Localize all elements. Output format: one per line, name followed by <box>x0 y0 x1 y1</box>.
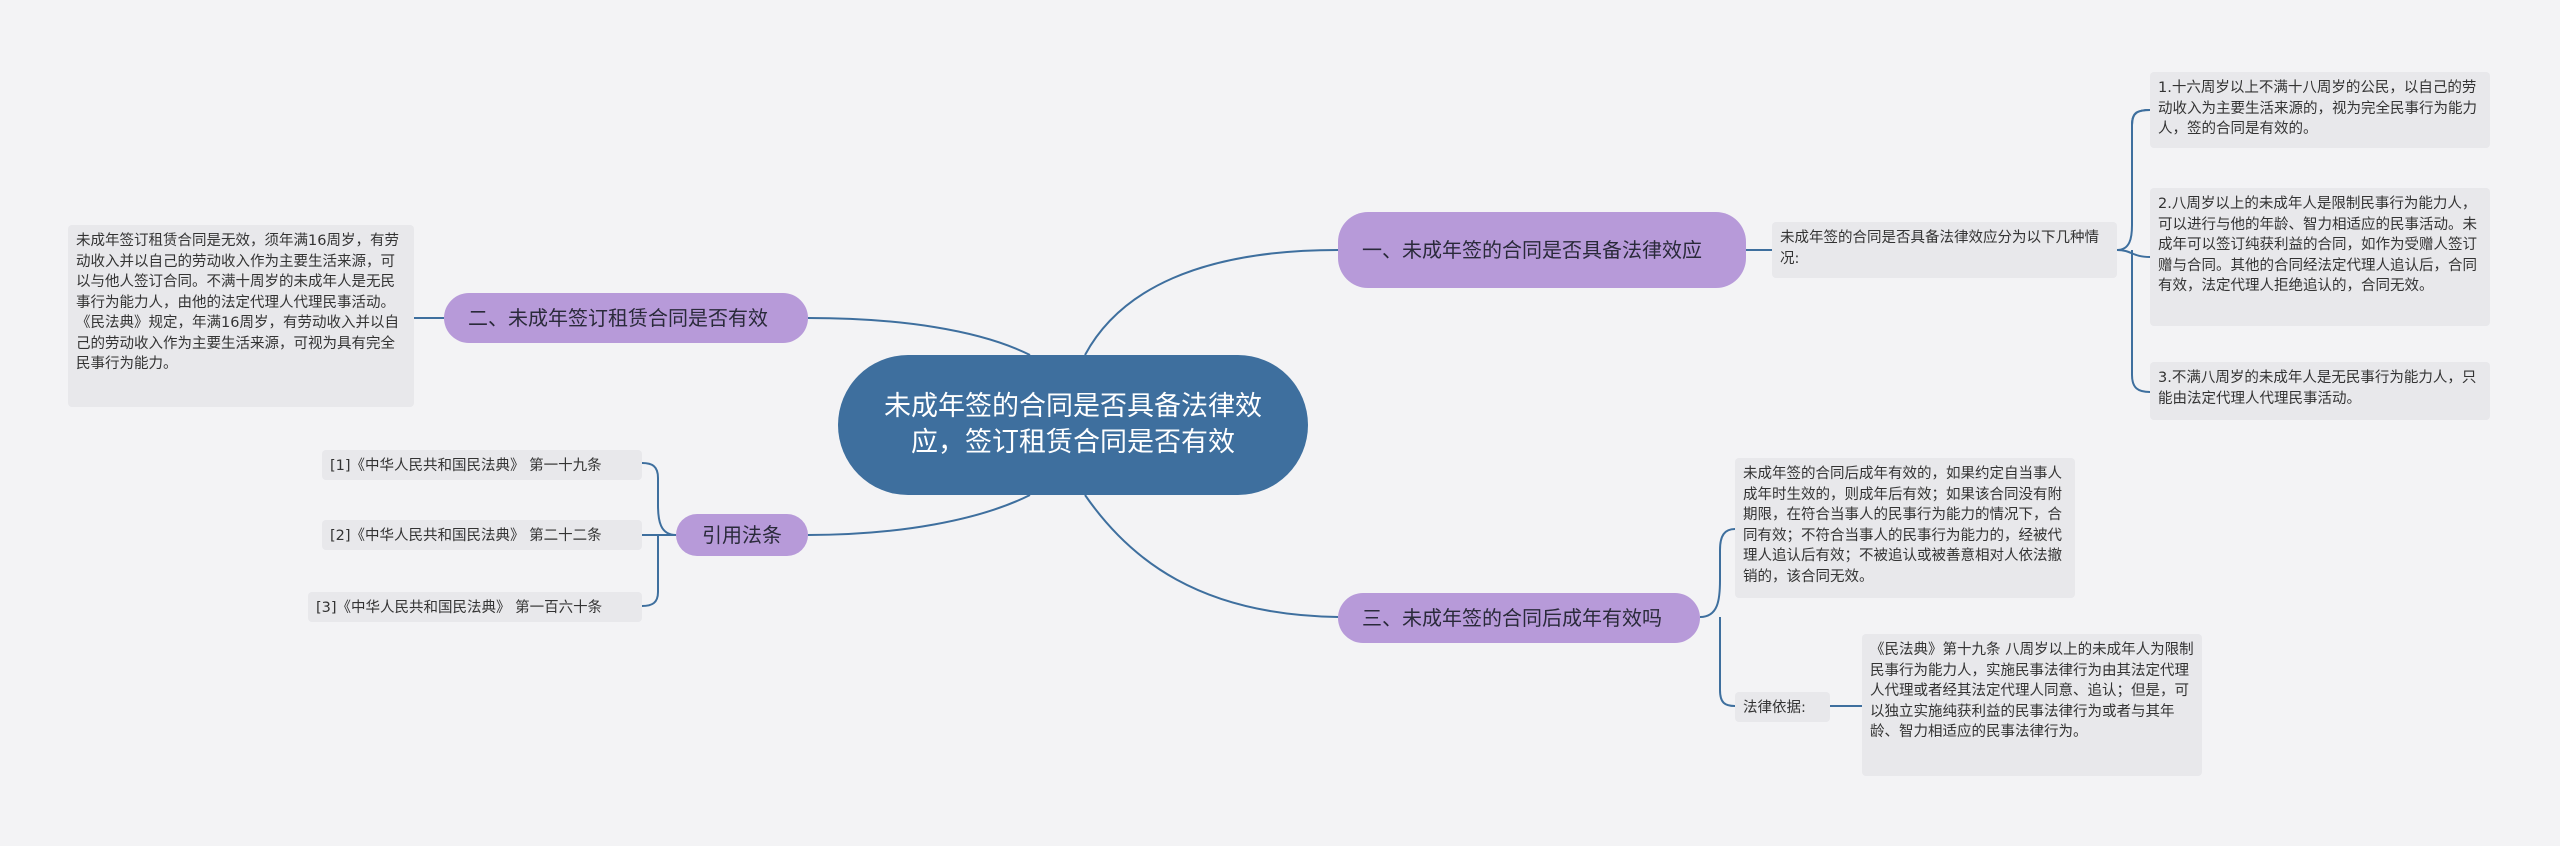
legal-effect-intro-text: 未成年签的合同是否具备法律效应分为以下几种情况: <box>1780 230 2099 267</box>
link-b4-bracket <box>641 462 677 536</box>
link-root-b1 <box>1084 249 1339 356</box>
link-root-b3 <box>1084 494 1339 618</box>
legal-effect-item-1-text: 1.十六周岁以上不满十八周岁的公民，以自己的劳动收入为主要生活来源的，视为完全民… <box>2158 80 2477 137</box>
link-root-b2 <box>807 317 1031 356</box>
topic-cited-articles[interactable]: 引用法条 <box>676 514 808 556</box>
topic-valid-after-adulthood[interactable]: 三、未成年签的合同后成年有效吗 <box>1338 593 1700 643</box>
root-title: 未成年签的合同是否具备法律效应，签订租赁合同是否有效 <box>884 391 1262 458</box>
root-topic[interactable]: 未成年签的合同是否具备法律效应，签订租赁合同是否有效 <box>838 355 1308 495</box>
legal-basis-text: 《民法典》第十九条 八周岁以上的未成年人为限制民事行为能力人，实施民事法律行为由… <box>1862 634 2202 776</box>
topic-lease-validity[interactable]: 二、未成年签订租赁合同是否有效 <box>444 293 808 343</box>
cited-article-3-text: [3]《中华人民共和国民法典》 第一百六十条 <box>316 600 603 616</box>
cited-article-2-text: [2]《中华人民共和国民法典》 第二十二条 <box>330 528 602 544</box>
topic-legal-effect-label: 一、未成年签的合同是否具备法律效应 <box>1362 238 1702 262</box>
link-b1-item1 <box>2131 109 2151 126</box>
link-b1-item2 <box>2116 249 2151 258</box>
lease-validity-text-content: 未成年签订租赁合同是无效，须年满16周岁，有劳动收入并以自己的劳动收入作为主要生… <box>76 233 399 372</box>
link-b3-bracket <box>1699 528 1736 618</box>
legal-effect-item-2-text: 2.八周岁以上的未成年人是限制民事行为能力人，可以进行与他的年龄、智力相适应的民… <box>2158 196 2477 294</box>
legal-basis-text-content: 《民法典》第十九条 八周岁以上的未成年人为限制民事行为能力人，实施民事法律行为由… <box>1870 642 2194 740</box>
link-b4-ref3 <box>641 535 659 607</box>
topic-cited-articles-label: 引用法条 <box>702 523 782 547</box>
legal-effect-intro: 未成年签的合同是否具备法律效应分为以下几种情况: <box>1772 222 2117 278</box>
topic-lease-validity-label: 二、未成年签订租赁合同是否有效 <box>468 306 768 330</box>
cited-article-1-text: [1]《中华人民共和国民法典》 第一十九条 <box>330 458 602 474</box>
link-b3-basis <box>1719 617 1736 707</box>
legal-effect-item-1: 1.十六周岁以上不满十八周岁的公民，以自己的劳动收入为主要生活来源的，视为完全民… <box>2150 72 2490 148</box>
legal-effect-item-3: 3.不满八周岁的未成年人是无民事行为能力人，只能由法定代理人代理民事活动。 <box>2150 362 2490 420</box>
legal-basis-label: 法律依据: <box>1735 692 1830 722</box>
topic-valid-after-adulthood-label: 三、未成年签的合同后成年有效吗 <box>1362 606 1662 630</box>
lease-validity-text: 未成年签订租赁合同是无效，须年满16周岁，有劳动收入并以自己的劳动收入作为主要生… <box>68 225 414 407</box>
legal-effect-item-2: 2.八周岁以上的未成年人是限制民事行为能力人，可以进行与他的年龄、智力相适应的民… <box>2150 188 2490 326</box>
topic-legal-effect[interactable]: 一、未成年签的合同是否具备法律效应 <box>1338 212 1746 288</box>
link-b1-item3 <box>2131 250 2151 393</box>
cited-article-3[interactable]: [3]《中华人民共和国民法典》 第一百六十条 <box>308 592 642 622</box>
legal-basis-label-text: 法律依据: <box>1743 700 1806 716</box>
cited-article-1[interactable]: [1]《中华人民共和国民法典》 第一十九条 <box>322 450 642 480</box>
valid-after-adulthood-text-content: 未成年签的合同后成年有效的，如果约定自当事人成年时生效的，则成年后有效；如果该合… <box>1743 466 2062 585</box>
link-root-b4 <box>807 494 1031 536</box>
legal-effect-item-3-text: 3.不满八周岁的未成年人是无民事行为能力人，只能由法定代理人代理民事活动。 <box>2158 370 2477 407</box>
cited-article-2[interactable]: [2]《中华人民共和国民法典》 第二十二条 <box>322 520 642 550</box>
link-b1-bracket <box>2116 109 2151 251</box>
valid-after-adulthood-text: 未成年签的合同后成年有效的，如果约定自当事人成年时生效的，则成年后有效；如果该合… <box>1735 458 2075 598</box>
